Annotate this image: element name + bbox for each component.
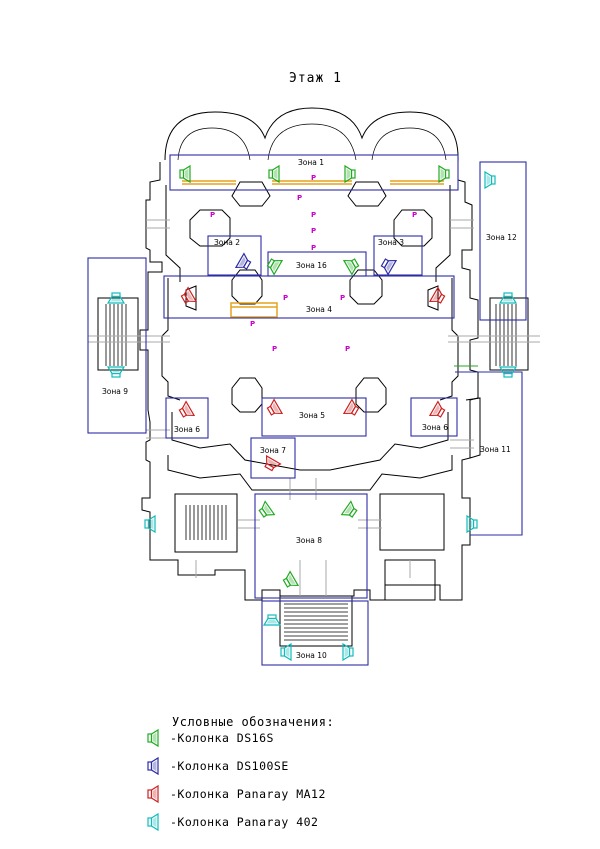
p402-speaker-icon xyxy=(107,292,125,304)
p402-speaker-icon xyxy=(263,614,281,626)
p-marker: P xyxy=(412,211,417,219)
p402-legend-icon xyxy=(147,813,159,831)
p402-speaker-icon xyxy=(107,366,125,378)
legend-label-ds100se: -Колонка DS100SE xyxy=(170,759,289,773)
zone-9-label: Зона 9 xyxy=(102,387,128,396)
ma12-speaker-icon xyxy=(343,398,362,420)
ds16s-speaker-icon xyxy=(343,254,362,276)
p-marker: P xyxy=(345,345,350,353)
zone-4-label: Зона 4 xyxy=(306,305,332,314)
orange-beams xyxy=(182,180,444,318)
ds16s-speaker-icon xyxy=(268,165,280,183)
zone-8-label: Зона 8 xyxy=(296,536,322,545)
zone-2-label: Зона 2 xyxy=(214,238,240,247)
zone-6-left-label: Зона 6 xyxy=(174,425,200,434)
ds16s-legend-icon xyxy=(147,729,159,747)
ma12-speaker-icon xyxy=(264,398,283,420)
p-marker: P xyxy=(297,194,302,202)
legend: Условные обозначения: -Колонка DS16S -Ко… xyxy=(147,715,334,831)
zone-boundaries xyxy=(87,154,527,666)
legend-title: Условные обозначения: xyxy=(172,715,334,729)
ma12-speaker-icon xyxy=(178,286,197,308)
zone-3-label: Зона 3 xyxy=(378,238,404,247)
zone-10-label: Зона 10 xyxy=(296,651,327,660)
ds100se-legend-icon xyxy=(147,757,159,775)
p-marker: P xyxy=(311,227,316,235)
ds16s-speaker-icon xyxy=(438,165,450,183)
p402-speaker-icon xyxy=(466,515,478,533)
zone-12-label: Зона 12 xyxy=(486,233,517,242)
ds16s-speaker-icon xyxy=(341,500,360,521)
p-marker: P xyxy=(340,294,345,302)
legend-item-ds100se: -Колонка DS100SE xyxy=(147,757,289,775)
opening-lines xyxy=(88,219,540,596)
legend-item-p402: -Колонка Panaray 402 xyxy=(147,813,318,831)
zone-7-label: Зона 7 xyxy=(260,446,286,455)
zone-1-label: Зона 1 xyxy=(298,158,324,167)
p402-speaker-icon xyxy=(499,292,517,304)
building-walls xyxy=(97,107,529,647)
ds16s-speaker-icon xyxy=(179,165,191,183)
p-marker: P xyxy=(272,345,277,353)
p-marker: P xyxy=(210,211,215,219)
legend-label-p402: -Колонка Panaray 402 xyxy=(170,815,318,829)
zone-11-label: Зона 11 xyxy=(480,445,511,454)
ds16s-speaker-icon xyxy=(280,570,299,592)
zone-labels: Зона 1 Зона 2 Зона 3 Зона 16 Зона 4 Зона… xyxy=(102,158,517,660)
p-markers: P P P P P P P P P P P P xyxy=(210,174,417,353)
p-marker: P xyxy=(311,211,316,219)
ds16s-speaker-icon xyxy=(344,165,356,183)
p402-speaker-icon xyxy=(499,366,517,378)
zone-16-label: Зона 16 xyxy=(296,261,327,270)
p-marker: P xyxy=(311,244,316,252)
ma12-speaker-icon xyxy=(176,400,195,422)
ma12-speaker-icon xyxy=(260,455,282,474)
p402-speaker-icon xyxy=(484,171,496,189)
ds16s-speaker-icon xyxy=(256,500,275,521)
ds100se-speaker-icon xyxy=(378,254,397,276)
p-marker: P xyxy=(311,174,316,182)
legend-item-ma12: -Колонка Panaray MA12 xyxy=(147,785,326,803)
p402-speaker-icon xyxy=(144,515,156,533)
ma12-legend-icon xyxy=(147,785,159,803)
zone-5-label: Зона 5 xyxy=(299,411,325,420)
floor-title: Этаж 1 xyxy=(289,71,342,86)
legend-label-ds16s: -Колонка DS16S xyxy=(170,731,274,745)
zone-6-right-label: Зона 6 xyxy=(422,423,448,432)
legend-label-ma12: -Колонка Panaray MA12 xyxy=(170,787,326,801)
legend-item-ds16s: -Колонка DS16S xyxy=(147,729,274,747)
p-marker: P xyxy=(283,294,288,302)
p-marker: P xyxy=(250,320,255,328)
ma12-speaker-icon xyxy=(429,400,448,422)
